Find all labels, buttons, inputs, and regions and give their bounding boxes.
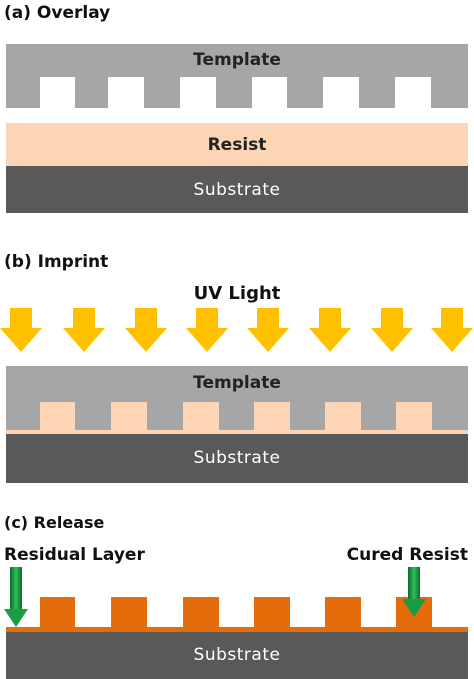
panel-c-substrate xyxy=(6,632,468,679)
uv-arrow-2 xyxy=(63,308,105,352)
panel-b-substrate xyxy=(6,434,468,483)
residual-layer-label: Residual Layer xyxy=(4,545,145,565)
uv-light-label: UV Light xyxy=(193,283,281,304)
panel-c-cured-resist-features xyxy=(40,597,432,631)
panel-b-resist-features xyxy=(40,402,432,432)
uv-arrow-5 xyxy=(247,308,289,352)
panel-a-substrate-label: Substrate xyxy=(193,180,281,200)
uv-arrow-3 xyxy=(125,308,167,352)
panel-a-resist xyxy=(6,123,468,166)
cured-resist-label: Cured Resist xyxy=(346,545,468,565)
panel-a-template-label: Template xyxy=(193,50,281,70)
cured-resist-pointer-arrow xyxy=(402,567,426,617)
uv-arrow-4 xyxy=(186,308,228,352)
uv-arrow-1 xyxy=(0,308,42,352)
panel-c-title: (c) Release xyxy=(4,513,105,532)
panel-b-residual-resist xyxy=(6,430,468,434)
panel-c-substrate-label: Substrate xyxy=(193,645,281,665)
panel-b-substrate-label: Substrate xyxy=(193,448,281,468)
uv-arrow-6 xyxy=(309,308,351,352)
panel-a-substrate xyxy=(6,166,468,213)
uv-light-arrows xyxy=(0,308,473,352)
residual-layer-pointer-arrow xyxy=(4,567,28,627)
panel-b-template xyxy=(6,366,468,432)
panel-c-residual-layer xyxy=(6,627,468,632)
uv-arrow-8 xyxy=(431,308,473,352)
panel-b-title: (b) Imprint xyxy=(4,252,109,272)
panel-a-title: (a) Overlay xyxy=(4,3,111,23)
uv-arrow-7 xyxy=(371,308,413,352)
panel-a-template xyxy=(6,44,468,108)
panel-b-template-label: Template xyxy=(193,373,281,393)
panel-a-resist-label: Resist xyxy=(207,135,267,155)
